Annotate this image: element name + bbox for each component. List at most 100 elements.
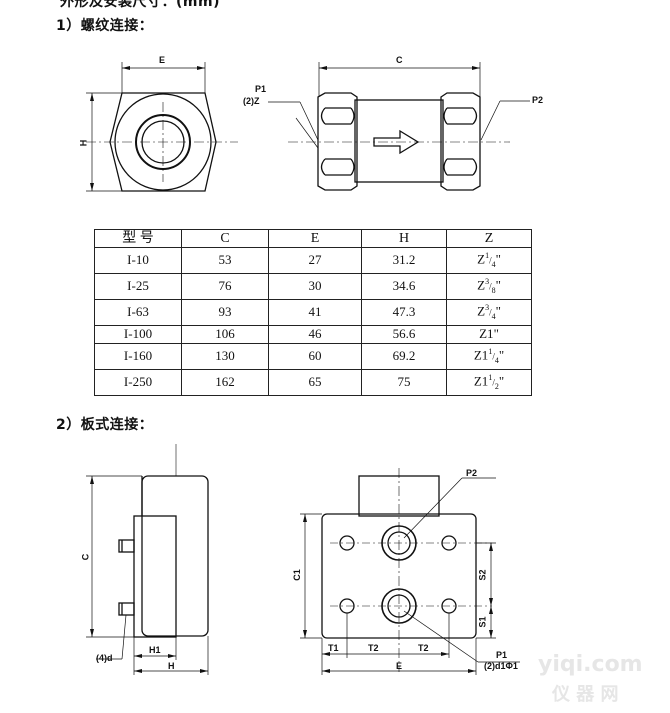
z-numerator: 1 <box>485 251 490 260</box>
port-label-p1-plate: P1 <box>496 650 508 660</box>
dim-label-s1: S1 <box>477 616 488 628</box>
cell-z: Z3/4" <box>446 298 532 326</box>
z-base: Z1 <box>479 326 494 342</box>
cell-c: 53 <box>181 247 269 274</box>
flow-direction-arrow <box>373 129 420 155</box>
cell-c: 162 <box>181 368 269 396</box>
cell-e: 30 <box>268 272 362 300</box>
cell-h: 47.3 <box>361 298 447 326</box>
z-fraction-slash: / <box>492 377 495 388</box>
cell-e: 65 <box>268 368 362 396</box>
cell-z: Z11/4" <box>446 342 532 370</box>
cut-off-title: 外形及安装尺寸：(mm) <box>60 0 220 10</box>
z-fraction-slash: / <box>492 351 495 362</box>
cell-model: I-160 <box>94 342 182 370</box>
right-hex-end <box>440 92 481 191</box>
z-denominator: 4 <box>494 355 499 365</box>
cell-c: 130 <box>181 342 269 370</box>
header-c: C <box>181 229 269 248</box>
cell-model: I-100 <box>94 324 182 344</box>
port-label-p2-plate: P2 <box>466 468 478 478</box>
plate-flange-side <box>133 515 177 638</box>
cell-model: I-63 <box>94 298 182 326</box>
pin-label-4d: (4)d <box>96 653 113 663</box>
z-base: Z1 <box>473 373 489 389</box>
dim-label-h: H <box>78 139 89 147</box>
dim-label-c-side: C <box>80 553 91 561</box>
section2-title: 2）板式连接： <box>56 417 154 433</box>
z-denominator: 8 <box>491 285 496 295</box>
header-h: H <box>361 229 447 248</box>
cell-c: 106 <box>181 324 269 344</box>
z-inch-mark: " <box>498 373 505 389</box>
cell-model: I-10 <box>94 247 182 274</box>
z-base: Z <box>477 277 486 293</box>
z-fraction-slash: / <box>489 307 492 318</box>
cell-h: 69.2 <box>361 342 447 370</box>
cell-model: I-25 <box>94 272 182 300</box>
z-base: Z1 <box>473 347 489 363</box>
z-numerator: 1 <box>488 346 493 356</box>
dim-label-h-side: H <box>168 661 175 671</box>
header-z: Z <box>446 229 532 248</box>
port-label-p2: P2 <box>532 95 544 105</box>
cell-z: Z3/8" <box>446 272 532 300</box>
z-inch-mark: " <box>495 251 501 267</box>
dim-label-t2-right: T2 <box>418 643 429 653</box>
dim-label-e: E <box>159 55 166 65</box>
z-denominator: 2 <box>494 381 499 391</box>
dim-label-e-plate: E <box>396 661 403 671</box>
cell-e: 41 <box>268 298 362 326</box>
header-e: E <box>268 229 362 248</box>
z-numerator: 3 <box>485 302 490 312</box>
dim-label-h1: H1 <box>149 645 161 655</box>
z-numerator: 1 <box>488 372 493 382</box>
dim-label-c1: C1 <box>291 569 302 581</box>
watermark-cn: 仪 器 网 <box>552 684 619 705</box>
table-header-row: 型 号 C E H Z <box>94 229 532 248</box>
section1-title: 1）螺纹连接： <box>56 18 154 34</box>
z-inch-mark: " <box>495 277 501 293</box>
watermark-domain: yiqi.com <box>538 652 643 677</box>
header-model: 型 号 <box>94 229 182 248</box>
cell-e: 27 <box>268 247 362 274</box>
cell-model: I-250 <box>94 368 182 396</box>
locating-pin-bottom <box>118 602 135 616</box>
hex-chamfer-circle <box>114 93 212 191</box>
cell-h: 34.6 <box>361 272 447 300</box>
z-fraction-slash: / <box>489 281 492 292</box>
cell-c: 93 <box>181 298 269 326</box>
z-inch-mark: " <box>498 347 505 363</box>
z-inch-mark: " <box>493 326 499 342</box>
left-hex-end <box>317 92 358 191</box>
valve-body <box>354 99 444 183</box>
dim-label-s2: S2 <box>477 569 488 581</box>
port-label-d1: (2)d1Φ1 <box>484 661 518 671</box>
dim-label-t1: T1 <box>328 643 339 653</box>
cell-z: Z11/2" <box>446 368 532 396</box>
locating-pin-top <box>118 539 135 553</box>
z-fraction-slash: / <box>489 255 492 266</box>
z-inch-mark: " <box>495 303 501 319</box>
cell-z: Z1" <box>446 324 532 344</box>
cell-h: 75 <box>361 368 447 396</box>
z-numerator: 3 <box>485 276 490 286</box>
z-base: Z <box>477 303 486 319</box>
cell-h: 31.2 <box>361 247 447 274</box>
dim-label-c: C <box>396 55 403 65</box>
cell-h: 56.6 <box>361 324 447 344</box>
z-base: Z <box>477 251 486 267</box>
thread-label-z: (2)Z <box>243 96 260 106</box>
cell-c: 76 <box>181 272 269 300</box>
port-label-p1: P1 <box>255 84 267 94</box>
z-denominator: 4 <box>491 259 496 269</box>
